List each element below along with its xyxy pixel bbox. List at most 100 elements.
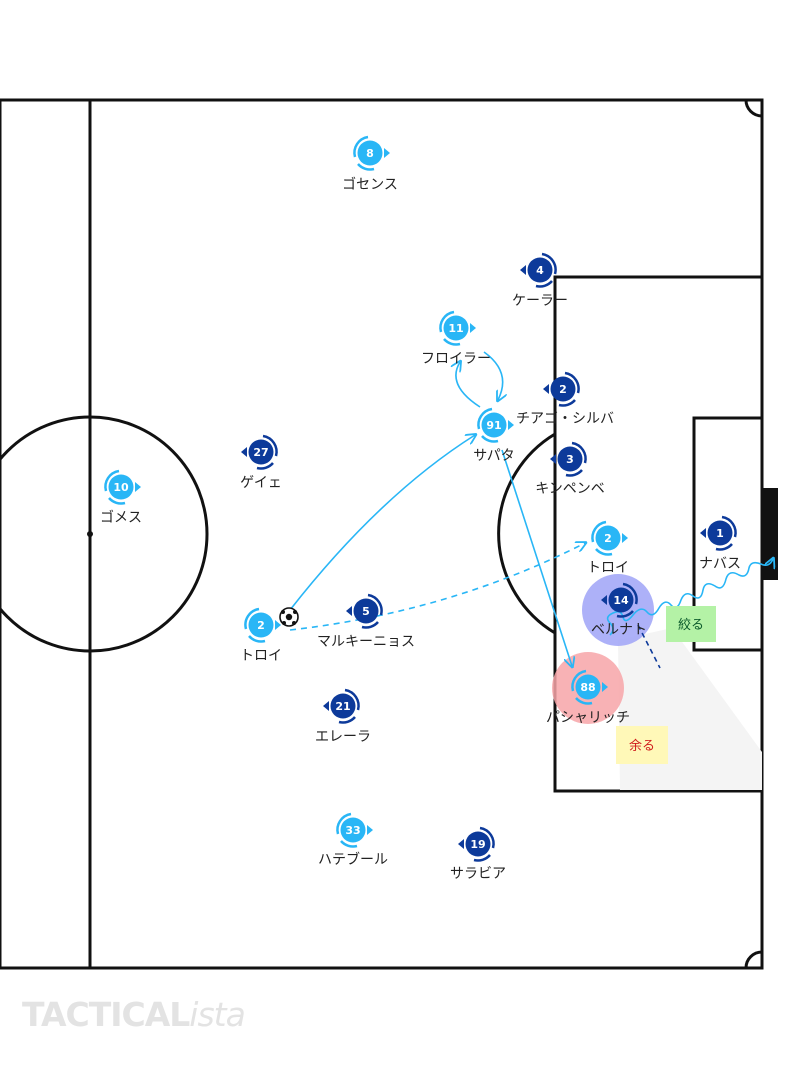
player-token: 19 サラビア	[450, 826, 506, 882]
player-disc	[330, 693, 356, 719]
player-name: ゲイェ	[240, 475, 282, 491]
player-disc	[550, 376, 576, 402]
player-name: ナバス	[699, 556, 741, 572]
player-name: トロイ	[240, 648, 282, 664]
player-number: 21	[335, 700, 350, 713]
tag-label: 絞る	[678, 618, 704, 633]
direction-icon	[622, 533, 628, 543]
player-disc	[595, 525, 621, 551]
player-disc	[353, 598, 379, 624]
player-token: 1 ナバス	[699, 515, 741, 572]
player-disc	[248, 439, 274, 465]
player-token: 2 トロイ	[587, 520, 629, 576]
watermark-italic: ista	[189, 995, 246, 1034]
player-token: 33 ハテブール	[318, 812, 388, 868]
space-zone	[618, 628, 762, 790]
player-name: チアゴ・シルバ	[516, 410, 614, 427]
direction-icon	[520, 265, 526, 275]
direction-icon	[601, 595, 607, 605]
player-name: サラビア	[450, 866, 506, 882]
player-number: 1	[716, 527, 724, 540]
center-spot	[87, 531, 93, 537]
player-disc	[340, 817, 366, 843]
direction-icon	[135, 482, 141, 492]
direction-icon	[508, 420, 514, 430]
player-token: 3 キンペンベ	[535, 441, 605, 497]
player-number: 88	[580, 681, 595, 694]
press-line	[637, 624, 661, 669]
player-token: 88 パシャリッチ	[546, 669, 630, 726]
pass-arrow-to-zapata	[289, 435, 475, 611]
player-disc	[608, 587, 634, 613]
direction-icon	[367, 825, 373, 835]
player-disc	[707, 520, 733, 546]
direction-icon	[458, 839, 464, 849]
player-number: 91	[486, 419, 501, 432]
player-number: 3	[566, 453, 574, 466]
player-name: キンペンベ	[535, 481, 605, 497]
player-name: ケーラー	[512, 293, 568, 309]
player-token: 2 チアゴ・シルバ	[516, 371, 614, 427]
direction-icon	[550, 454, 556, 464]
player-token: 27 ゲイェ	[240, 434, 282, 491]
watermark-main: TACTICAL	[22, 995, 190, 1034]
run-arrow-wavy	[606, 559, 773, 636]
players: 8ゴセンス10ゴメス11フロイラー91サパタ2トロイ2トロイ88パシャリッチ33…	[100, 135, 741, 882]
player-token: 5 マルキーニョス	[317, 593, 415, 650]
direction-icon	[275, 620, 281, 630]
player-disc	[465, 831, 491, 857]
player-disc	[527, 257, 553, 283]
ball	[279, 607, 299, 627]
player-name: パシャリッチ	[546, 710, 630, 726]
direction-icon	[700, 528, 706, 538]
watermark-logo: TACTICALista	[22, 995, 246, 1034]
player-name: サパタ	[473, 448, 514, 464]
direction-icon	[543, 384, 549, 394]
player-token: 4 ケーラー	[512, 252, 568, 309]
player-number: 5	[362, 605, 370, 618]
pitch	[0, 98, 764, 970]
player-number: 27	[253, 446, 268, 459]
player-name: ハテブール	[318, 851, 388, 868]
player-name: フロイラー	[421, 351, 491, 367]
direction-icon	[323, 701, 329, 711]
player-number: 10	[113, 481, 129, 494]
player-number: 4	[536, 264, 544, 277]
movement-arrows	[289, 351, 773, 666]
player-name: トロイ	[587, 560, 629, 576]
rotation-arrow-up	[456, 362, 481, 408]
player-disc	[248, 612, 274, 638]
player-disc	[108, 474, 134, 500]
player-number: 2	[604, 532, 612, 545]
center-circle	[0, 415, 209, 653]
penalty-arc	[497, 432, 556, 635]
player-token: 2 トロイ	[240, 607, 282, 664]
direction-icon	[602, 682, 608, 692]
player-number: 2	[257, 619, 265, 632]
player-name: マルキーニョス	[317, 634, 415, 650]
player-number: 11	[448, 322, 463, 335]
tag-shibo: 絞る	[666, 606, 716, 642]
direction-icon	[470, 323, 476, 333]
player-token: 11 フロイラー	[421, 310, 491, 367]
player-number: 2	[559, 383, 567, 396]
goal	[762, 488, 778, 580]
player-token: 14 ベルナト	[591, 582, 647, 638]
run-arrow-zapata	[501, 449, 572, 666]
player-number: 19	[470, 838, 485, 851]
player-disc	[357, 140, 383, 166]
player-token: 21 エレーラ	[315, 688, 371, 745]
corner-arc-top	[744, 99, 763, 118]
corner-arc-bottom	[744, 950, 763, 969]
player-number: 33	[345, 824, 360, 837]
direction-icon	[384, 148, 390, 158]
player-disc	[481, 412, 507, 438]
player-name: エレーラ	[315, 729, 371, 745]
player-number: 14	[613, 594, 629, 607]
tag-amaru: 余る	[616, 726, 668, 764]
pitch-boundary	[0, 98, 764, 970]
player-name: ベルナト	[591, 622, 647, 638]
